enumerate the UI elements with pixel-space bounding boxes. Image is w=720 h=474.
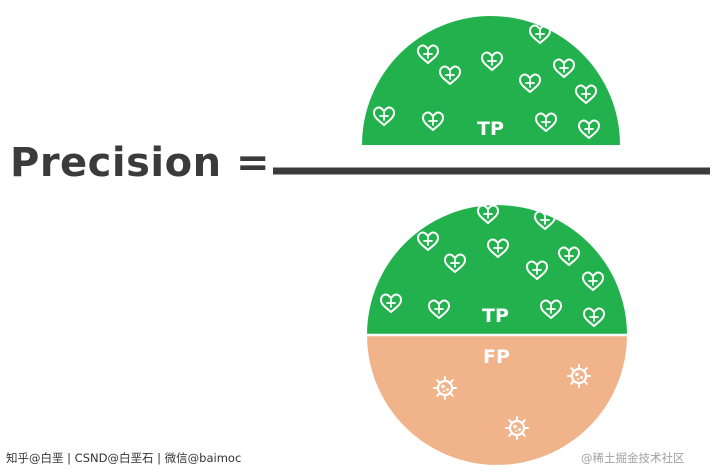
watermark-right: @稀土掘金技术社区	[581, 451, 685, 465]
precision-formula-label: Precision =	[10, 140, 271, 186]
denominator-fp-half	[367, 335, 627, 465]
denominator-tp-half	[367, 205, 627, 335]
watermark-left: 知乎@白垩 | CSND@白垩石 | 微信@baimoc	[6, 451, 242, 465]
numerator-tp-label: TP	[477, 118, 504, 140]
denominator-tp-label: TP	[482, 305, 509, 327]
denominator-fp-label: FP	[483, 346, 510, 368]
